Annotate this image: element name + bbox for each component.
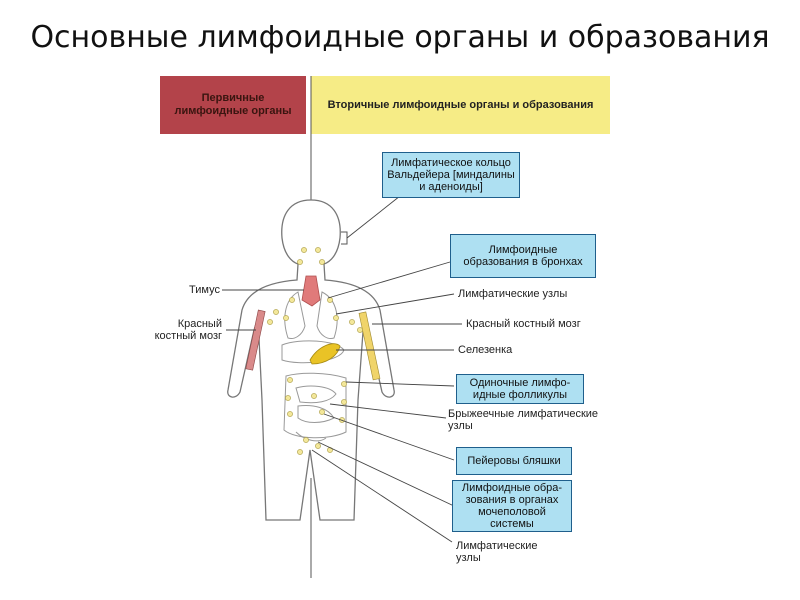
lymph-nodes <box>267 247 363 455</box>
box-peyer-patches: Пейеровы бляшки <box>456 447 572 475</box>
red-marrow-left <box>245 309 266 371</box>
leader-lines <box>222 195 462 543</box>
label-thymus: Тимус <box>189 284 220 296</box>
label-red-marrow-left: Красный костный мозг <box>154 318 222 342</box>
box-solitary-follicles: Одиночные лимфо-идные фолликулы <box>456 374 584 404</box>
body-outline <box>227 199 395 521</box>
label-lymph-nodes-bottom: Лимфатические узлы <box>456 540 538 564</box>
spleen <box>309 343 341 365</box>
slide-title: Основные лимфоидные органы и образования <box>30 20 770 55</box>
label-red-marrow-right: Красный костный мозг <box>466 318 581 330</box>
box-waldeyer-ring: Лимфатическое кольцо Вальдейера [миндали… <box>382 152 520 198</box>
small-intestine-2 <box>297 405 335 423</box>
label-spleen: Селезенка <box>458 344 513 356</box>
header-primary-organs: Первичные лимфоидные органы <box>160 76 306 134</box>
box-urogenital-lymphoid: Лимфоидные обра-зования в органах мочепо… <box>452 480 572 532</box>
label-mesenteric-nodes: Брыжеечные лимфатические узлы <box>448 408 599 432</box>
thymus <box>301 275 321 307</box>
colon <box>283 372 347 439</box>
bladder <box>295 431 327 442</box>
right-lung <box>316 291 338 339</box>
left-lung <box>284 291 306 339</box>
box-bronchi-lymphoid: Лимфоидные образования в бронхах <box>450 234 596 278</box>
header-secondary-organs: Вторичные лимфоидные органы и образовани… <box>311 76 610 134</box>
label-lymph-nodes-top: Лимфатические узлы <box>458 288 568 300</box>
small-intestine-1 <box>295 385 337 404</box>
red-marrow-right <box>358 311 381 381</box>
internal-organs <box>281 291 347 442</box>
